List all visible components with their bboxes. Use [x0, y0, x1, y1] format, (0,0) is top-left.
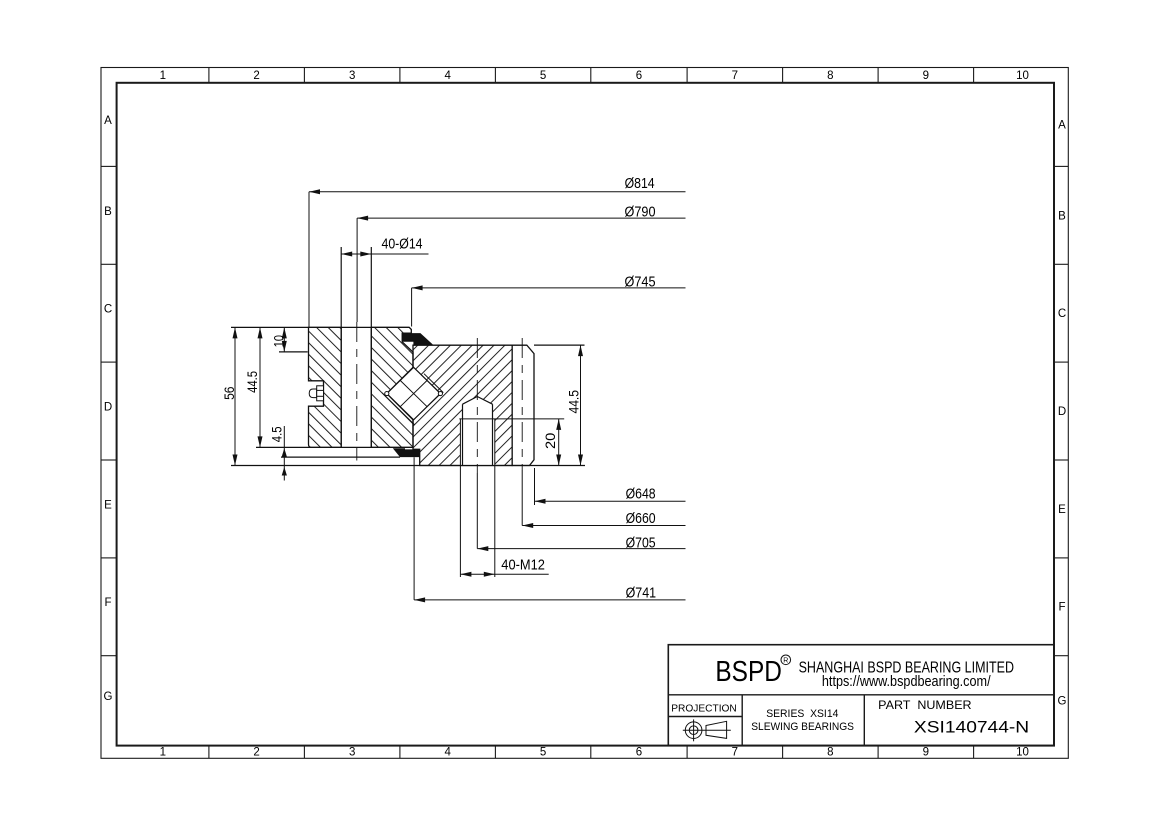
svg-text:D: D — [104, 402, 112, 414]
svg-text:Ø745: Ø745 — [625, 273, 656, 290]
svg-text:Ø648: Ø648 — [626, 485, 656, 502]
svg-text:Ø660: Ø660 — [626, 510, 656, 527]
svg-text:3: 3 — [349, 746, 355, 758]
svg-text:BSPD: BSPD — [715, 656, 782, 688]
svg-text:9: 9 — [923, 746, 929, 758]
svg-text:R: R — [783, 657, 788, 664]
svg-text:PROJECTION: PROJECTION — [671, 702, 737, 714]
svg-text:C: C — [104, 304, 112, 316]
svg-text:Ø814: Ø814 — [625, 175, 655, 192]
svg-text:1: 1 — [160, 746, 166, 758]
svg-text:40-M12: 40-M12 — [501, 557, 545, 574]
svg-text:XSI140744-N: XSI140744-N — [914, 719, 1029, 737]
svg-text:7: 7 — [732, 70, 738, 82]
svg-text:E: E — [104, 499, 112, 511]
svg-text:2: 2 — [253, 746, 259, 758]
svg-text:4.5: 4.5 — [269, 426, 285, 442]
svg-text:E: E — [1058, 504, 1066, 516]
svg-text:PART NUMBER: PART NUMBER — [878, 698, 972, 712]
svg-text:44.5: 44.5 — [244, 371, 260, 393]
svg-text:SERIES XSI14: SERIES XSI14 — [766, 708, 838, 720]
svg-text:8: 8 — [827, 70, 833, 82]
svg-text:9: 9 — [923, 70, 929, 82]
svg-text:10: 10 — [1016, 70, 1029, 82]
svg-text:3: 3 — [349, 70, 355, 82]
svg-text:C: C — [1058, 308, 1066, 320]
svg-text:Ø790: Ø790 — [625, 204, 656, 221]
svg-text:6: 6 — [636, 746, 642, 758]
svg-text:Ø705: Ø705 — [626, 534, 656, 551]
svg-text:Ø741: Ø741 — [626, 585, 657, 602]
svg-text:56: 56 — [221, 386, 237, 400]
svg-text:44.5: 44.5 — [566, 390, 582, 414]
svg-text:B: B — [1058, 210, 1066, 222]
svg-text:5: 5 — [540, 746, 546, 758]
svg-text:D: D — [1058, 406, 1066, 418]
svg-text:10: 10 — [1016, 746, 1029, 758]
svg-text:8: 8 — [827, 746, 833, 758]
svg-text:40-Ø14: 40-Ø14 — [382, 235, 423, 252]
svg-text:7: 7 — [732, 746, 738, 758]
svg-text:6: 6 — [636, 70, 642, 82]
svg-text:G: G — [1058, 696, 1067, 708]
svg-text:https://www.bspdbearing.com/: https://www.bspdbearing.com/ — [822, 674, 992, 690]
svg-text:10: 10 — [271, 335, 287, 347]
svg-text:B: B — [104, 206, 112, 218]
svg-text:A: A — [1058, 120, 1066, 132]
svg-text:G: G — [104, 691, 113, 703]
svg-text:F: F — [1058, 602, 1065, 614]
svg-text:4: 4 — [444, 746, 451, 758]
svg-text:SHANGHAI BSPD BEARING LIMITED: SHANGHAI BSPD BEARING LIMITED — [799, 660, 1014, 677]
svg-text:5: 5 — [540, 70, 546, 82]
svg-text:20: 20 — [542, 432, 558, 449]
svg-text:SLEWING BEARINGS: SLEWING BEARINGS — [751, 721, 854, 733]
svg-text:1: 1 — [160, 70, 166, 82]
svg-text:F: F — [104, 597, 111, 609]
svg-text:4: 4 — [444, 70, 451, 82]
svg-text:2: 2 — [253, 70, 259, 82]
svg-text:A: A — [104, 115, 112, 127]
